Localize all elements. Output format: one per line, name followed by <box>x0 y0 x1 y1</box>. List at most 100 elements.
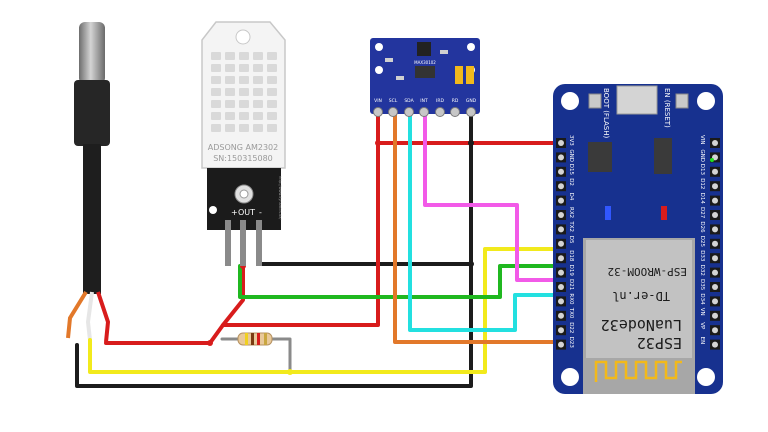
left-pin-label: D15 <box>568 164 574 176</box>
dht-vent-slot <box>267 100 277 108</box>
probe-boot <box>74 80 110 146</box>
dht-vent-slot <box>267 112 277 120</box>
right-pin-hole <box>712 226 718 233</box>
dht-vent-slot <box>211 88 221 96</box>
wire-cyan-sda <box>408 110 560 332</box>
right-pin-label: VN <box>699 308 705 316</box>
dht-vent-slot <box>239 124 249 132</box>
dht-vent-slot <box>225 88 235 96</box>
left-pin-label: D18 <box>568 250 574 262</box>
junction-dot <box>468 140 474 146</box>
probe-steel-tip <box>79 22 105 84</box>
dht-label-line1: ADSONG AM2302 <box>208 143 278 152</box>
wire-black-dht-gnd <box>257 230 473 266</box>
right-pin-hole <box>712 284 718 290</box>
imu-mount-hole <box>375 66 383 74</box>
right-pin-hole <box>712 298 718 305</box>
left-pin-label: D23 <box>568 337 574 349</box>
dht-module-url: http://www.dynamics.de/ <box>278 176 282 220</box>
dht-vent-slot <box>211 76 221 84</box>
dht-vent-slot <box>211 112 221 120</box>
probe-lead-red <box>96 291 111 343</box>
pullup-resistor <box>237 332 273 346</box>
dht-vent-slot <box>267 124 277 132</box>
dht-pin-out: OUT <box>238 208 255 217</box>
imu-pin-label: GND <box>466 98 477 104</box>
boot-button[interactable] <box>588 93 602 109</box>
left-pin-label: TX2 <box>568 220 574 232</box>
chip-vendor: TD-er.nl <box>612 289 670 303</box>
right-pin-label: D13 <box>699 164 705 176</box>
right-pin-hole <box>712 327 718 334</box>
wire-orange-scl <box>393 110 560 344</box>
left-pin-hole <box>558 154 564 161</box>
right-pin-hole <box>712 197 718 204</box>
imu-sensor <box>415 66 435 78</box>
dht-vent-slot <box>239 76 249 84</box>
dht-vent-slot <box>253 64 263 72</box>
right-pin-label: D14 <box>699 193 705 205</box>
right-pin-hole <box>712 140 718 146</box>
boot-label: BOOT (FLASH) <box>602 88 610 139</box>
dht-vent-slot <box>239 52 249 60</box>
dht-pcb-capacitor-core <box>239 189 249 199</box>
imu-smd <box>385 58 393 62</box>
left-pin-label: RX0 <box>568 293 574 305</box>
left-pin-header: 3V3GNDD15D2D4RX2TX2D5D18D19D21RX0TX0D22D… <box>556 135 574 350</box>
imu-pin-label: SCL <box>389 98 398 104</box>
resistor-band <box>264 333 267 345</box>
led-red <box>661 206 667 220</box>
left-pin-hole <box>558 226 564 233</box>
imu-chip <box>417 42 431 56</box>
resistor-band <box>257 333 260 345</box>
dht-vent-slot <box>267 64 277 72</box>
dht-vent-slot <box>253 88 263 96</box>
resistor-band <box>251 333 254 345</box>
right-pin-label: D35 <box>699 279 705 291</box>
wire-magenta-int <box>423 110 560 282</box>
chip-brand: ESP32 <box>637 334 682 352</box>
imu-chip-label: MAX30102 <box>414 60 436 65</box>
dht-vent-slot <box>211 124 221 132</box>
probe-lead-orange <box>66 290 88 339</box>
dht-vent-slot <box>211 100 221 108</box>
board-mount-hole <box>561 368 579 386</box>
left-pin-label: D2 <box>568 178 574 186</box>
junction-dot <box>375 140 381 146</box>
right-pin-label: D32 <box>699 265 705 276</box>
dht-header-pin <box>240 220 246 266</box>
left-pin-label: D22 <box>568 322 574 333</box>
imu-pin-pad <box>466 107 476 117</box>
right-pin-hole <box>712 269 718 276</box>
board-mount-hole <box>561 92 579 110</box>
dht-vent-slot <box>211 64 221 72</box>
right-pin-label: D12 <box>699 178 705 189</box>
left-pin-hole <box>558 140 564 146</box>
right-pin-hole <box>712 312 718 319</box>
led-blue <box>605 206 611 220</box>
left-pin-label: D4 <box>568 193 574 201</box>
left-pin-hole <box>558 212 564 218</box>
module-name: ESP-WROOM-32 <box>608 265 687 278</box>
dht-pin-plus: + <box>231 208 238 217</box>
left-pin-hole <box>558 168 564 175</box>
dht-vent-slot <box>225 124 235 132</box>
right-pin-label: VIN <box>699 135 705 145</box>
dht-mount-hole <box>235 29 251 45</box>
right-pin-label: D34 <box>699 293 705 305</box>
en-button[interactable] <box>675 93 689 109</box>
left-pin-label: RX2 <box>568 207 574 218</box>
dht-header-pin <box>256 220 262 266</box>
right-pin-hole <box>712 212 718 218</box>
dht-vent-slot <box>225 112 235 120</box>
right-pin-hole <box>712 183 718 190</box>
right-pin-label: EN <box>699 337 705 345</box>
dht-vent-slot <box>239 88 249 96</box>
esp32-board: BOOT (FLASH) EN (RESET) ESP32 LuaNode32 … <box>553 84 723 394</box>
imu-pin-label: INT <box>420 98 428 104</box>
wire-red-3v3 <box>104 141 560 345</box>
wire-green-dht-data <box>238 264 560 299</box>
left-pin-hole <box>558 327 564 334</box>
